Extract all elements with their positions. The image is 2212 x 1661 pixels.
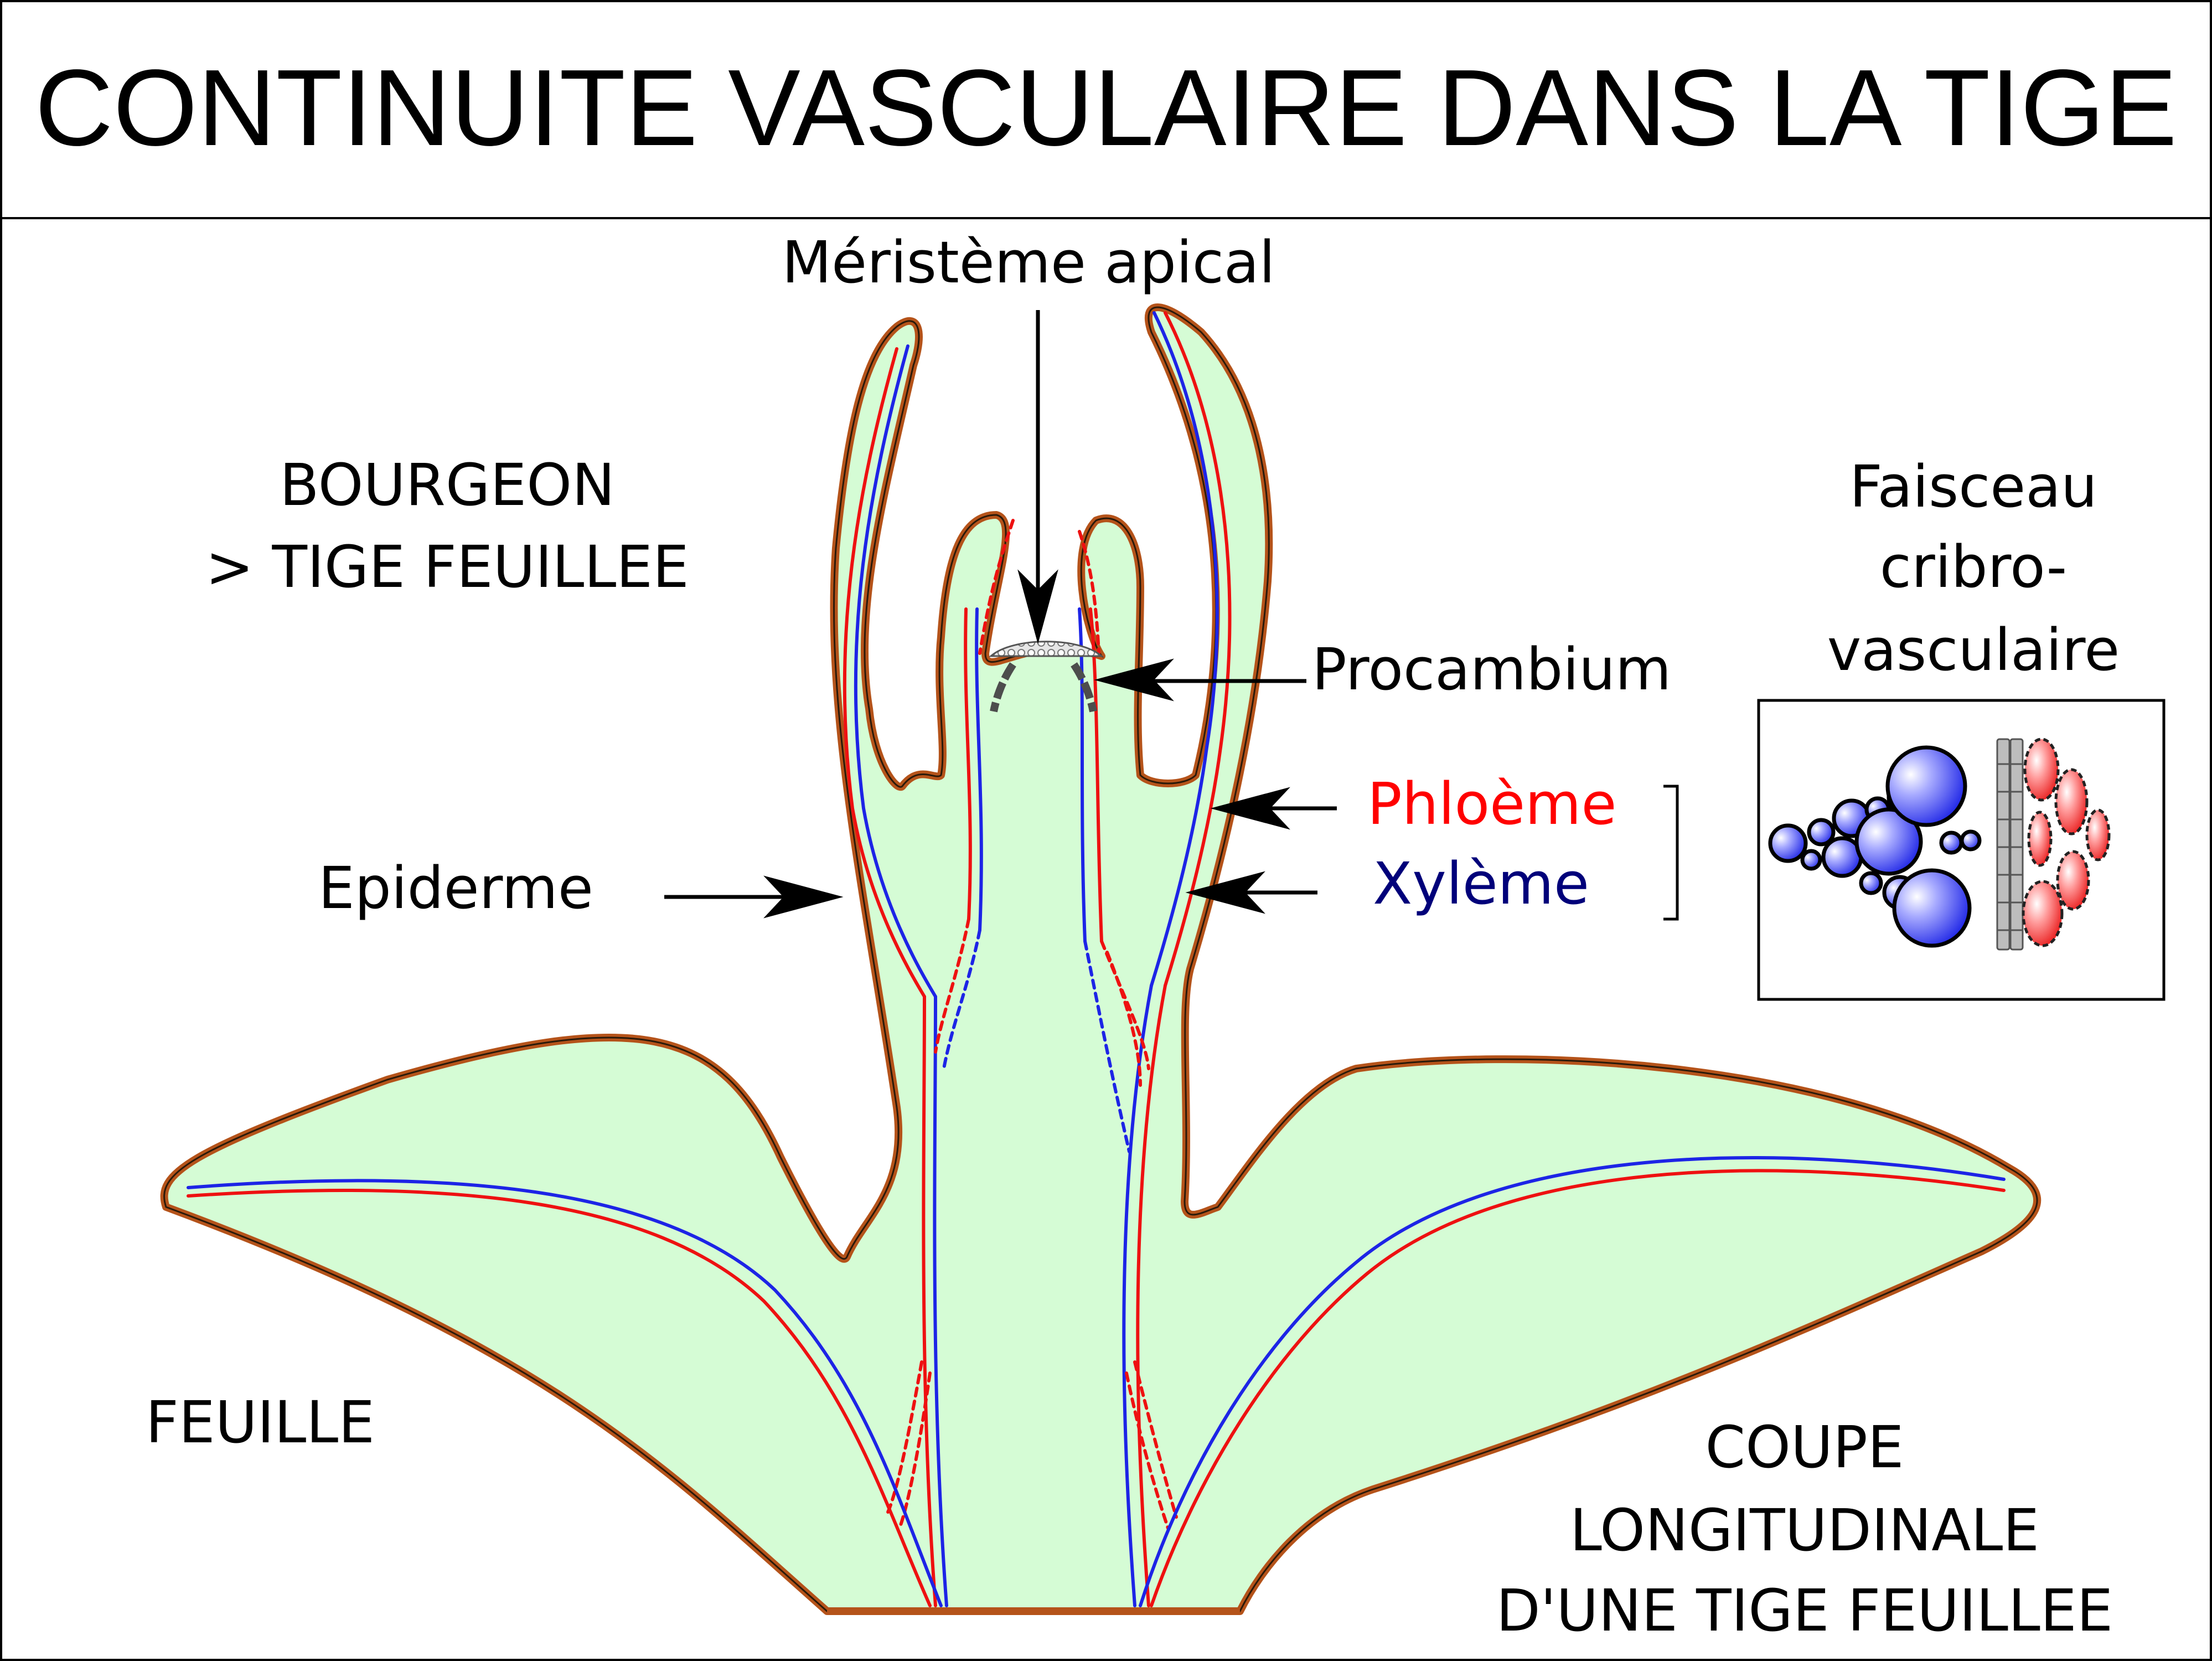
xylem-vessel xyxy=(1892,868,1972,948)
tissue-bracket xyxy=(1663,785,1679,921)
xylem-vessel xyxy=(1854,807,1923,876)
xylem-vessel xyxy=(1859,871,1883,895)
section-label-line1: COUPE xyxy=(1705,1414,1904,1481)
phloem-cells xyxy=(2022,737,2111,947)
xylem-arrow-head xyxy=(1185,871,1265,914)
phloem-strand-left-stem xyxy=(922,995,937,1607)
page-title: CONTINUITE VASCULAIRE DANS LA TIGE xyxy=(35,47,2177,168)
phloem-strand-right-big-leaf xyxy=(1150,1169,2006,1607)
xylem-strand-left-big-leaf xyxy=(187,1179,943,1607)
apical-meristem-cells xyxy=(988,641,1104,657)
phloem-dashed-right2 xyxy=(1105,951,1142,1087)
xylem-strand-left-leaf xyxy=(854,344,937,998)
meristem-arrow-head xyxy=(1017,569,1058,644)
procambium-right xyxy=(1071,662,1097,713)
section-label-line3: D'UNE TIGE FEUILLEE xyxy=(1496,1577,2113,1644)
xylem-strand-left-stem xyxy=(933,995,948,1607)
phloem-dashed-left xyxy=(934,917,970,1054)
phloem-cell xyxy=(2023,737,2060,802)
cambium-column xyxy=(2009,738,2024,951)
phloem-strand-right-stem xyxy=(1136,984,1167,1607)
xylem-vessel xyxy=(1885,745,1967,827)
procambium-arrow-head xyxy=(1094,658,1174,701)
phloem-dashed-right-leaf2 xyxy=(1133,1360,1178,1519)
xylem-vessel xyxy=(1768,823,1808,863)
phloem-strand-right-inner xyxy=(1089,607,1103,943)
phloem-cell xyxy=(2027,811,2053,867)
xylem-vessel xyxy=(1960,829,1982,852)
phloem-strand-right-leaf xyxy=(1164,311,1232,987)
phloem-cell xyxy=(2054,768,2089,835)
xylem-vessel xyxy=(1807,818,1836,847)
phloem-strand-left-leaf xyxy=(843,347,926,998)
plant-outline xyxy=(163,306,2038,1612)
bud-label-line2: > TIGE FEUILLEE xyxy=(205,533,689,601)
xylem-strand-right-big-leaf xyxy=(1139,1156,2006,1607)
xylem-dashed-right xyxy=(1083,940,1131,1153)
xylem-dashed-left xyxy=(942,928,981,1070)
xylem-vessel xyxy=(1800,849,1822,871)
bundle-label-line1: Faisceau xyxy=(1849,453,2097,520)
annotation-arrows xyxy=(664,310,1337,919)
bud-label-line1: BOURGEON xyxy=(280,451,615,519)
phloem-dashed-right xyxy=(1100,940,1150,1070)
phloem-label: Phloème xyxy=(1367,770,1616,838)
phloem-dashed-apex-left xyxy=(978,519,1015,655)
vascular-strands xyxy=(187,311,2006,1607)
phloem-strand-left-big-leaf xyxy=(187,1188,932,1607)
procambium-left xyxy=(990,662,1016,713)
vascular-bundle-inset xyxy=(1757,699,2166,1001)
procambium-label: Procambium xyxy=(1312,636,1671,703)
meristem-label: Méristème apical xyxy=(782,229,1275,296)
plant-body xyxy=(160,303,2041,1615)
cambium-column xyxy=(1996,738,2011,951)
phloem-cell xyxy=(2022,880,2064,947)
bundle-label-line3: vasculaire xyxy=(1827,616,2120,684)
phloem-cell xyxy=(2085,808,2111,862)
cambium-cells xyxy=(1996,738,2024,951)
epidermis-label: Epiderme xyxy=(318,854,593,922)
xylem-strand-right-leaf xyxy=(1150,311,1219,987)
phloem-cell xyxy=(2056,850,2090,911)
phloem-strand-left-inner xyxy=(964,607,972,921)
phloem-arrow-head xyxy=(1210,787,1290,830)
epidermis-arrow-head xyxy=(763,875,844,919)
leaf-label: FEUILLE xyxy=(146,1389,375,1456)
xylem-vessel xyxy=(1939,830,1963,855)
xylem-vessels xyxy=(1768,745,1982,948)
xylem-label: Xylème xyxy=(1373,850,1589,917)
phloem-dashed-left-leaf2 xyxy=(898,1371,932,1530)
xylem-strand-left-inner xyxy=(975,607,983,932)
bundle-label-line2: cribro- xyxy=(1880,533,2067,601)
phloem-dashed-apex-right xyxy=(1078,530,1100,655)
section-label-line2: LONGITUDINALE xyxy=(1570,1497,2039,1564)
phloem-dashed-right-leaf xyxy=(1125,1371,1170,1530)
